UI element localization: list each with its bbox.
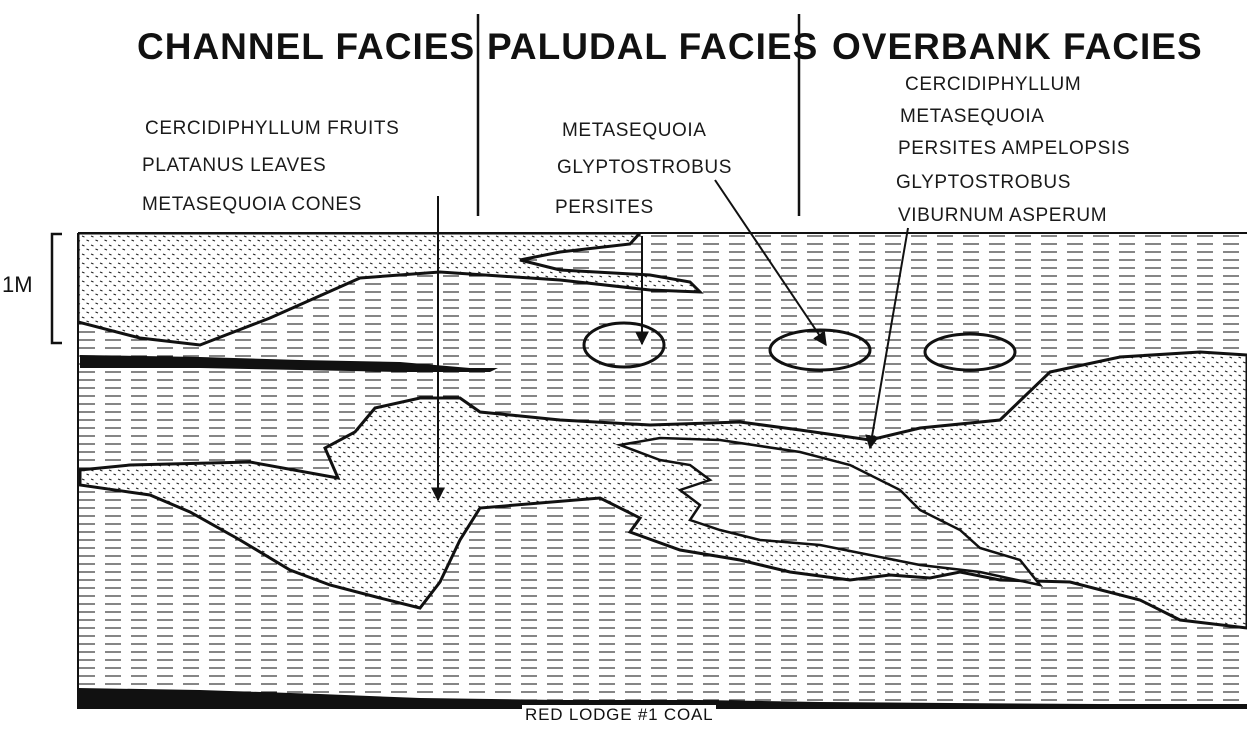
overbank-taxon-4: GLYPTOSTROBUS [896, 172, 1071, 194]
paludal-taxon-3: PERSITES [555, 197, 654, 219]
channel-taxon-1: CERCIDIPHYLLUM FRUITS [145, 118, 399, 140]
coal-label: RED LODGE #1 COAL [522, 705, 716, 725]
title-paludal-facies: PALUDAL FACIES [487, 26, 818, 68]
paludal-taxon-2: GLYPTOSTROBUS [557, 157, 732, 179]
overbank-taxon-2: METASEQUOIA [900, 106, 1045, 128]
overbank-taxon-3: PERSITES AMPELOPSIS [898, 138, 1130, 160]
overbank-taxon-5: VIBURNUM ASPERUM [898, 205, 1107, 227]
paludal-taxon-1: METASEQUOIA [562, 120, 707, 142]
channel-taxon-2: PLATANUS LEAVES [142, 155, 326, 177]
title-channel-facies: CHANNEL FACIES [137, 26, 475, 68]
channel-taxon-3: METASEQUOIA CONES [142, 194, 362, 216]
title-overbank-facies: OVERBANK FACIES [832, 26, 1203, 68]
overbank-taxon-1: CERCIDIPHYLLUM [905, 74, 1081, 96]
scale-label: 1M [2, 272, 33, 298]
scale-bracket [52, 234, 62, 343]
